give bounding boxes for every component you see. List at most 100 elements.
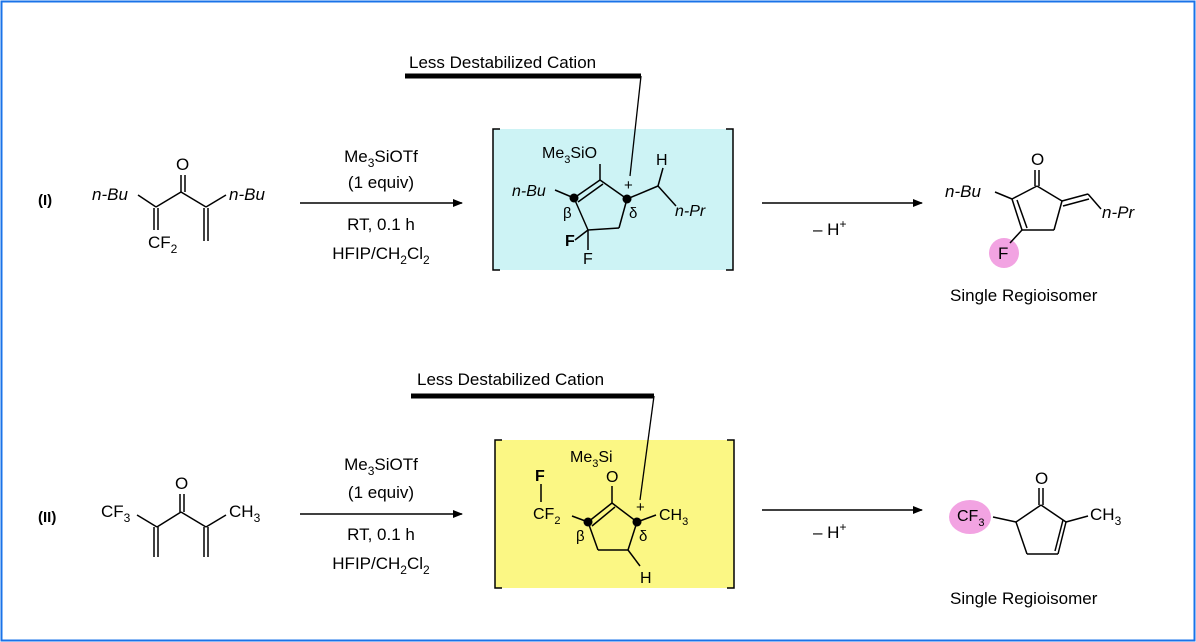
intermediate-2-oxygen: O: [606, 469, 618, 486]
callout-2: Less Destabilized Cation: [411, 370, 655, 501]
substrate-1: O n-Bu n-Bu CF2: [92, 155, 265, 256]
reagent-rest: SiOTf: [374, 147, 418, 166]
callout-1: Less Destabilized Cation: [405, 53, 642, 177]
intermediate-2-ch3: CH3: [659, 507, 688, 528]
reaction-2-label: (II): [38, 509, 56, 526]
solvent-a: HFIP/CH: [332, 244, 400, 263]
delta-dot: [632, 517, 642, 527]
reagent-sub: 3: [368, 156, 375, 170]
cf3-main: CF: [957, 508, 979, 525]
conditions-2: Me3SiOTf (1 equiv) RT, 0.1 h HFIP/CH2Cl2: [332, 455, 430, 577]
substrate-1-cf2: CF2: [148, 233, 178, 256]
delta-label-1: δ: [629, 205, 637, 222]
product-2-cf3: CF3: [957, 508, 984, 529]
ch3-sub: 3: [1115, 514, 1122, 528]
conditions-1-equiv: (1 equiv): [348, 173, 414, 192]
bracket-left-2: [494, 439, 502, 589]
solvent-a: HFIP/CH: [332, 554, 400, 573]
bracket-right-1: [726, 128, 734, 271]
osime3: Me3SiO: [542, 145, 597, 166]
solvent-sub1: 2: [400, 253, 407, 267]
intermediate-1-npr: n-Pr: [675, 203, 706, 220]
substrate-2-ch3: CH3: [229, 502, 261, 525]
substrate-2-cf3: CF3: [101, 502, 131, 525]
deprotonation-2: – H+: [813, 520, 846, 542]
product-1-caption: Single Regioisomer: [950, 286, 1098, 305]
conditions-2-solvent: HFIP/CH2Cl2: [332, 554, 430, 577]
osime-rest: SiO: [570, 145, 597, 162]
intermediate-2-h: H: [640, 570, 652, 587]
substrate-2-oxygen: O: [175, 474, 188, 493]
conditions-2-reagent: Me3SiOTf: [344, 455, 418, 478]
intermediate-2-labels: Me3Si O F CF2 CH3 + β δ H: [533, 449, 688, 587]
deprotonation-1-text: – H: [813, 220, 839, 239]
conditions-1-solvent: HFIP/CH2Cl2: [332, 244, 430, 267]
reagent-main: Me: [344, 455, 368, 474]
product-2-oxygen: O: [1035, 469, 1048, 488]
solvent-sub2: 2: [423, 563, 430, 577]
ch3-main: CH: [659, 507, 682, 524]
osime-sub: 3: [564, 154, 570, 166]
plus-charge-2: +: [636, 499, 645, 516]
beta-label-1: β: [563, 205, 572, 222]
product-1: O n-Bu n-Pr F: [945, 150, 1135, 268]
deprotonation-1-sup: +: [839, 217, 846, 231]
deprotonation-2-sup: +: [839, 520, 846, 534]
deprotonation-1: – H+: [813, 217, 846, 239]
beta-dot: [583, 517, 593, 527]
substrate-1-nbu-left: n-Bu: [92, 185, 128, 204]
conditions-1-reagent: Me3SiOTf: [344, 147, 418, 170]
fluorine-bold-2: F: [535, 468, 545, 485]
delta-dot: [622, 194, 632, 204]
ch3-main: CH: [1090, 505, 1115, 524]
ch3-main: CH: [229, 502, 254, 521]
solvent-sub2: 2: [423, 253, 430, 267]
callout-1-label: Less Destabilized Cation: [409, 53, 596, 72]
fluorine-1: F: [583, 251, 593, 268]
deprotonation-2-text: – H: [813, 523, 839, 542]
callout-2-label: Less Destabilized Cation: [417, 370, 604, 389]
osime-main: Me: [542, 145, 564, 162]
intermediate-1-box: [493, 129, 733, 270]
cf3-sub: 3: [978, 517, 984, 529]
conditions-1: Me3SiOTf (1 equiv) RT, 0.1 h HFIP/CH2Cl2: [332, 147, 430, 267]
conditions-2-temp: RT, 0.1 h: [347, 525, 415, 544]
beta-dot: [569, 193, 579, 203]
sime-sub: 3: [592, 458, 598, 470]
sime-rest: Si: [598, 449, 612, 466]
solvent-b: Cl: [407, 554, 423, 573]
reagent-rest: SiOTf: [374, 455, 418, 474]
cf2-sub: 2: [554, 515, 560, 527]
product-1-npr: n-Pr: [1102, 203, 1135, 222]
bracket-right-2: [727, 439, 735, 589]
intermediate-1-h: H: [656, 152, 668, 169]
substrate-2: O CF3 CH3: [101, 474, 261, 557]
fluorine-highlight: [989, 238, 1019, 268]
intermediate-1: Me3SiO n-Bu H n-Pr + β δ F F: [492, 128, 734, 271]
conditions-2-equiv: (1 equiv): [348, 483, 414, 502]
solvent-sub1: 2: [400, 563, 407, 577]
product-1-oxygen: O: [1031, 150, 1044, 169]
fluorine-bold-1: F: [565, 233, 575, 250]
substrate-1-oxygen: O: [176, 155, 189, 174]
plus-charge-1: +: [624, 177, 633, 194]
intermediate-2-cf2: CF2: [533, 506, 560, 527]
cf3-highlight: [949, 500, 991, 534]
product-1-fluorine: F: [998, 244, 1008, 263]
substrate-1-nbu-right: n-Bu: [229, 185, 265, 204]
reaction-1-label: (I): [38, 192, 52, 209]
solvent-b: Cl: [407, 244, 423, 263]
cf2-main: CF: [533, 506, 555, 523]
ch3-sub: 3: [254, 511, 261, 525]
substrate-2-bonds: [136, 494, 227, 557]
reaction-2: (II) O CF3 CH3 Me3SiOTf (1 equiv): [38, 370, 1122, 608]
callout-2-pointer: [639, 395, 655, 501]
reagent-sub: 3: [368, 464, 375, 478]
product-2-ch3: CH3: [1090, 505, 1122, 528]
cf2-main: CF: [148, 233, 171, 252]
beta-label-2: β: [576, 528, 585, 545]
ch3-sub: 3: [682, 516, 688, 528]
intermediate-2: Me3Si O F CF2 CH3 + β δ H: [494, 439, 735, 589]
cf3-main: CF: [101, 502, 124, 521]
